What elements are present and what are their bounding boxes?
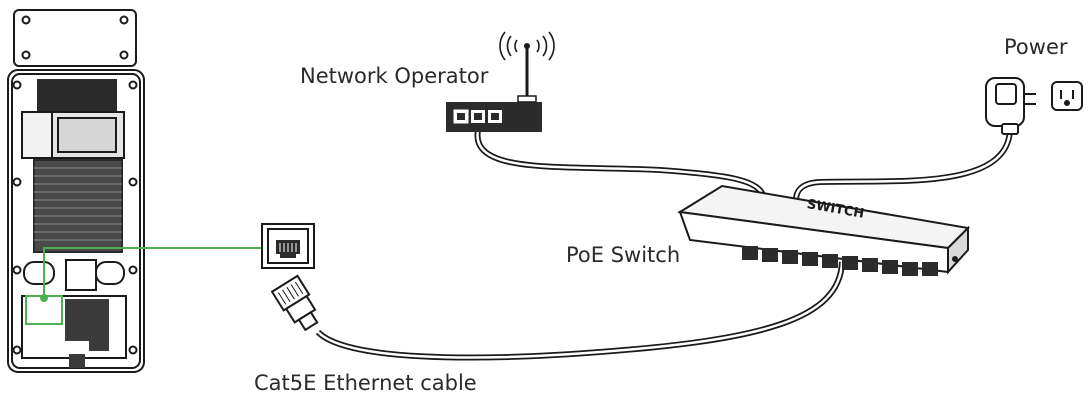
label-cat5e-cable: Cat5E Ethernet cable [254, 371, 477, 395]
label-network-operator: Network Operator [300, 64, 489, 88]
power-outlet-icon [1051, 81, 1083, 111]
power-cable [793, 127, 1013, 201]
ethernet-port-callout [25, 247, 262, 325]
label-poe-switch: PoE Switch [566, 243, 681, 267]
power-adapter-icon [985, 77, 1036, 135]
heatsink-fins [34, 167, 122, 241]
cat5e-cable [315, 261, 845, 361]
cat5e-plug [270, 274, 319, 332]
wifi-signal-icon [499, 31, 555, 61]
mounting-plate [13, 9, 137, 67]
rj45-jack-icon [261, 223, 315, 269]
label-power: Power [1004, 35, 1068, 59]
terminal-device [7, 9, 145, 373]
router [446, 43, 767, 200]
poe-switch [677, 184, 971, 276]
